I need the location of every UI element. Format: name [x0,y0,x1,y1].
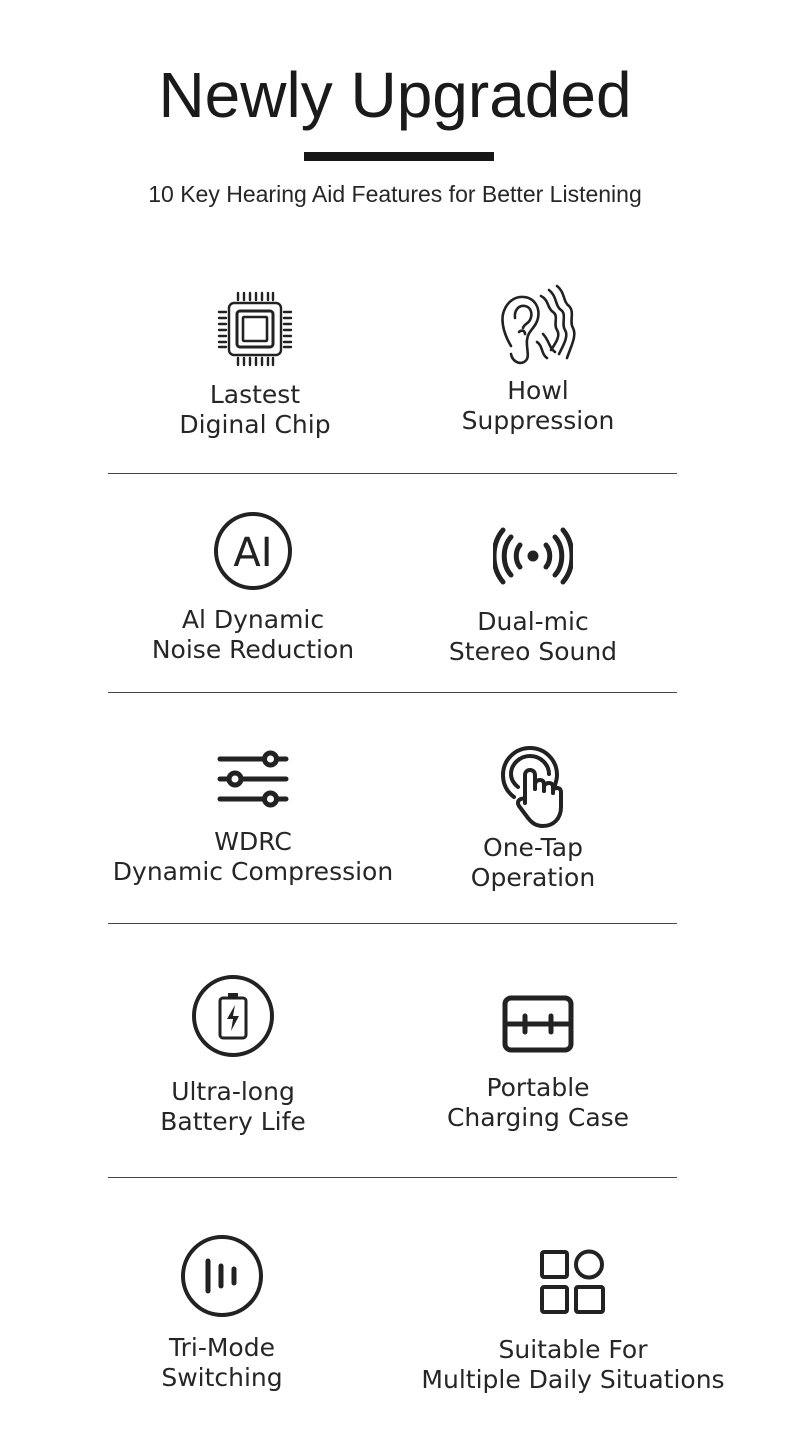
feature-wdrc: WDRC Dynamic Compression [103,750,403,887]
tap-icon [501,746,563,828]
feature-label-line2: Diginal Chip [179,410,331,439]
feature-label-line1: WDRC [214,827,292,856]
feature-label-line1: Al Dynamic [181,605,325,634]
feature-label-line1: Howl [507,376,569,405]
feature-label-line1: Portable [486,1073,590,1102]
feature-label-line2: Battery Life [160,1107,306,1136]
feature-one-tap: One-Tap Operation [433,745,633,893]
feature-charging-case: Portable Charging Case [423,994,653,1133]
feature-label-line2: Stereo Sound [448,637,618,666]
feature-label-line2: Charging Case [446,1103,630,1132]
apps-grid-icon [540,1249,605,1314]
row-divider [108,923,677,924]
feature-label-line1: Tri-Mode [169,1333,275,1362]
feature-label-line2: Operation [470,863,596,892]
feature-digital-chip: Lastest Diginal Chip [155,290,355,440]
feature-battery-life: Ultra-long Battery Life [138,974,328,1137]
chip-icon [217,291,293,367]
broadcast-icon [493,527,573,585]
feature-howl-suppression: Howl Suppression [438,284,638,436]
feature-tri-mode: Tri-Mode Switching [127,1234,317,1393]
feature-label-line1: One-Tap [483,833,583,862]
feature-ai-noise-reduction: AI Al Dynamic Noise Reduction [138,511,368,665]
row-divider [108,1177,677,1178]
feature-label-line2: Suppression [461,406,615,435]
feature-label-line1: Lastest [209,380,301,409]
ear-sound-icon [501,284,576,365]
feature-label-line1: Ultra-long [171,1077,295,1106]
feature-label-line2: Switching [161,1363,283,1392]
feature-label-line2: Noise Reduction [151,635,355,664]
feature-dual-mic: Dual-mic Stereo Sound [423,526,643,667]
feature-label-line2: Multiple Daily Situations [421,1365,725,1394]
title-underline [304,152,494,161]
feature-multiple-situations: Suitable For Multiple Daily Situations [413,1248,733,1395]
sliders-icon [217,750,289,808]
charging-case-icon [502,995,574,1053]
page-title: Newly Upgraded [158,59,632,131]
battery-icon [192,975,274,1057]
row-divider [108,692,677,693]
feature-label-line2: Dynamic Compression [112,857,394,886]
page-subtitle: 10 Key Hearing Aid Features for Better L… [148,181,642,207]
svg-text:AI: AI [233,530,272,576]
row-divider [108,473,677,474]
feature-label-line1: Suitable For [498,1335,648,1364]
ai-icon: AI [214,512,292,590]
feature-label-line1: Dual-mic [477,607,589,636]
sound-bars-icon [181,1235,263,1317]
